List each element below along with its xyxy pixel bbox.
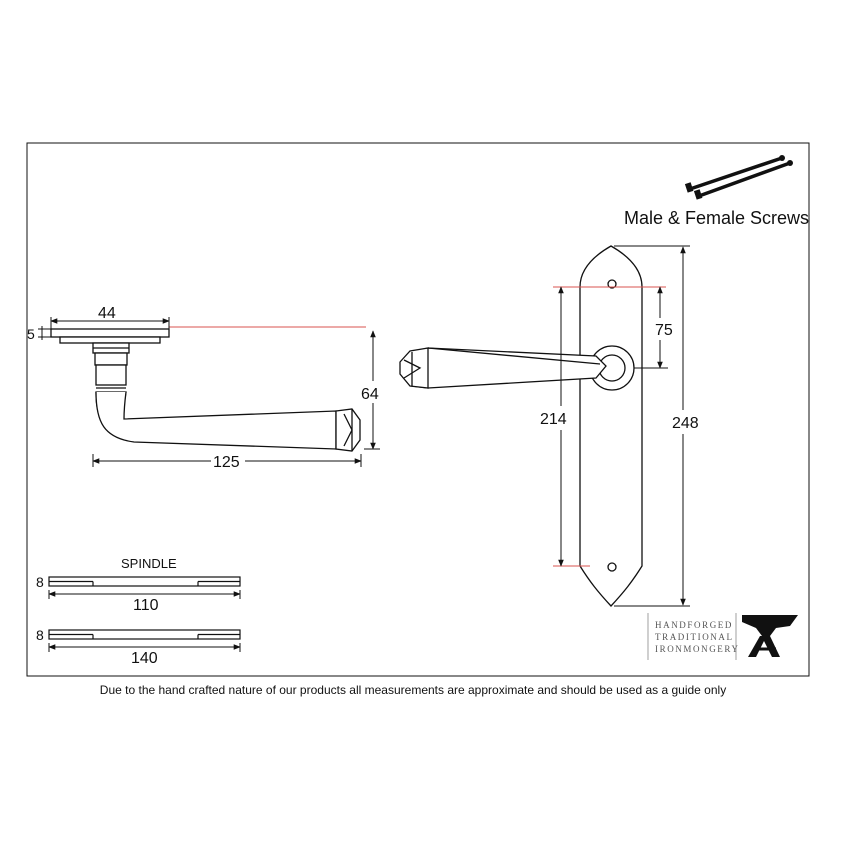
anvil-logo-icon (742, 615, 798, 657)
lever-front-view (399, 345, 635, 391)
spindle-110 (48, 576, 241, 587)
dim-screw-centres-label: 214 (540, 411, 567, 428)
spindle-110-thickness-label: 8 (36, 574, 44, 590)
brand-line-1: HANDFORGED (655, 620, 733, 630)
dim-length: 125 (92, 451, 362, 471)
brand-logo: HANDFORGED TRADITIONAL IRONMONGERY (647, 613, 798, 660)
brand-line-2: TRADITIONAL (655, 632, 734, 642)
lever-side-view (50, 328, 361, 452)
footer-disclaimer: Due to the hand crafted nature of our pr… (100, 683, 726, 697)
dim-lever-centre-label: 75 (655, 322, 673, 339)
dim-height: 248 (614, 245, 708, 607)
dim-rose-thickness-label: 5 (27, 326, 35, 342)
spindle-140-thickness-label: 8 (36, 627, 44, 643)
dim-projection: 64 (358, 330, 388, 450)
spindle-110-length-label: 110 (133, 597, 159, 614)
dim-length-label: 125 (213, 454, 240, 471)
dim-spindle-110: 110 (48, 590, 241, 614)
dim-screw-centres: 214 (539, 286, 577, 567)
screws-illustration (684, 155, 793, 200)
dim-height-label: 248 (672, 415, 699, 432)
brand-line-3: IRONMONGERY (655, 644, 740, 654)
dim-rose-width-label: 44 (98, 305, 116, 322)
backplate-front-view (579, 245, 643, 607)
screws-label: Male & Female Screws (624, 208, 809, 228)
spindle-140-length-label: 140 (131, 650, 158, 667)
dim-spindle-140: 140 (48, 643, 241, 667)
dim-rose-width: 44 (50, 305, 170, 329)
spindle-140 (48, 629, 241, 640)
dim-projection-label: 64 (361, 386, 379, 403)
dim-rose-thickness: 5 (27, 326, 51, 342)
drawing-frame (26, 142, 810, 677)
dim-lever-centre: 75 (634, 286, 680, 369)
spindle-title: SPINDLE (121, 556, 177, 571)
